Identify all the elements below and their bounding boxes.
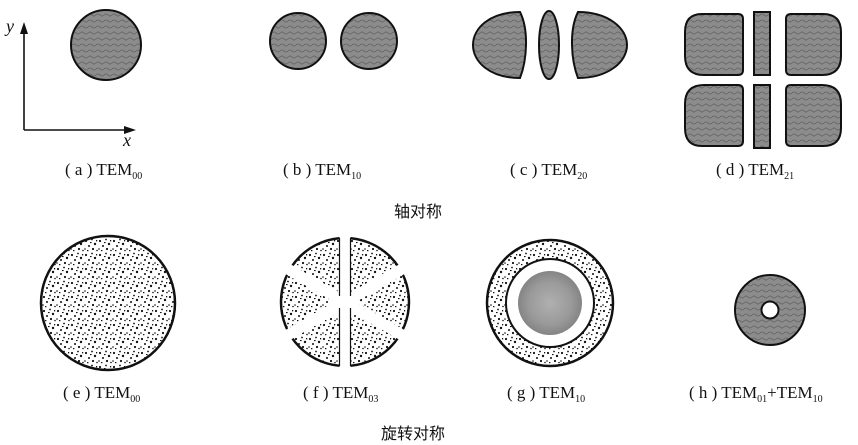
mode-pattern-a — [70, 9, 142, 81]
mode-pattern-b — [269, 12, 398, 70]
mode-pattern-d — [684, 11, 842, 149]
caption-d: ( d ) TEM21 — [716, 160, 795, 182]
caption-b: ( b ) TEM10 — [283, 160, 362, 182]
caption-f: ( f ) TEM03 — [303, 383, 379, 405]
x-axis-label: x — [123, 130, 131, 150]
coordinate-axes — [20, 22, 136, 134]
mode-pattern-e — [39, 234, 177, 372]
mode-pattern-c — [471, 10, 629, 80]
group-label-axial: 轴对称 — [394, 202, 443, 221]
mode-pattern-h — [734, 274, 806, 346]
caption-a: ( a ) TEM00 — [65, 160, 143, 182]
caption-e: ( e ) TEM00 — [63, 383, 141, 405]
caption-c: ( c ) TEM20 — [510, 160, 588, 182]
caption-g: ( g ) TEM10 — [507, 383, 586, 405]
group-label-rotational: 旋转对称 — [381, 424, 446, 443]
mode-pattern-f — [279, 232, 411, 372]
caption-h: ( h ) TEM01+TEM10 — [689, 383, 823, 405]
mode-pattern-g — [485, 238, 615, 368]
y-axis-label: y — [6, 16, 14, 36]
